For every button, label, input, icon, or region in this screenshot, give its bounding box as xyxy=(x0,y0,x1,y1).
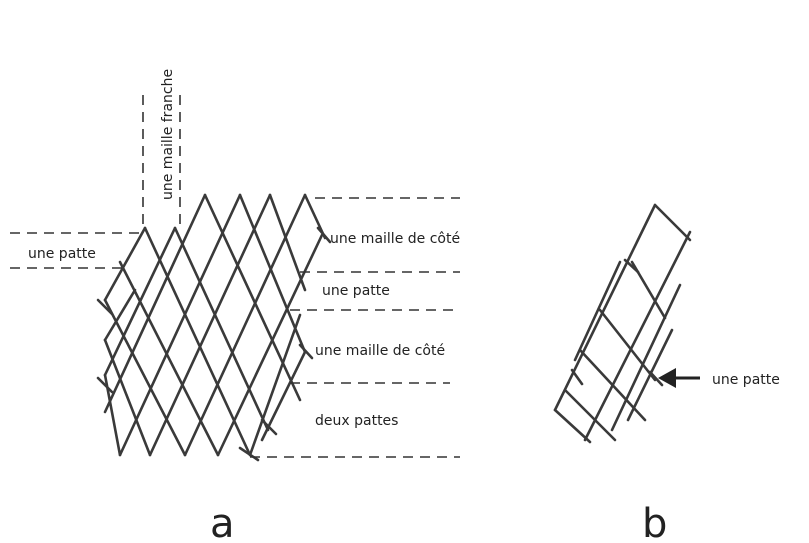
mesh-a xyxy=(96,193,332,462)
arrow-icon xyxy=(658,368,700,388)
label-patte-left: une patte xyxy=(28,246,96,262)
label-maille-cote-1: une maille de côté xyxy=(330,231,460,247)
label-maille-cote-2: une maille de côté xyxy=(315,343,445,359)
guides-a xyxy=(10,95,460,458)
label-patte-b: une patte xyxy=(712,372,780,388)
label-deux-pattes: deux pattes xyxy=(315,413,398,429)
label-maille-franche: une maille franche xyxy=(160,69,176,200)
mesh-b xyxy=(553,203,692,444)
label-patte-right: une patte xyxy=(322,283,390,299)
caption-a: a xyxy=(210,501,235,543)
caption-b: b xyxy=(642,501,667,543)
